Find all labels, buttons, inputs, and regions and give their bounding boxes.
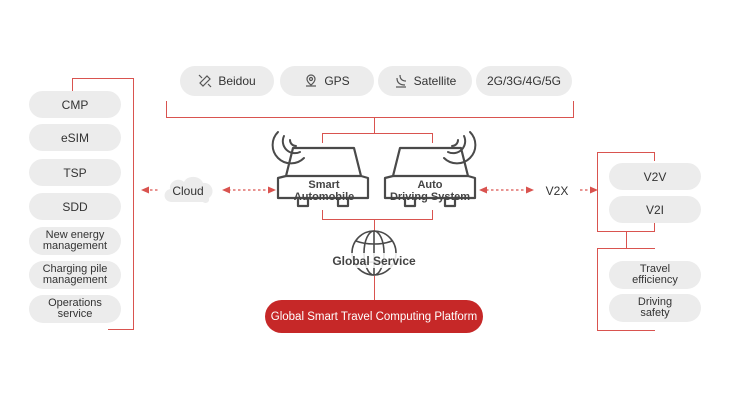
charging-pile-line2: management	[42, 274, 108, 286]
top-to-cars-line	[432, 133, 433, 143]
operations-line1: Operations	[48, 297, 102, 309]
top-to-cars-line	[322, 133, 323, 143]
benefits-bracket-line	[597, 248, 655, 249]
v2i-pill: V2I	[609, 196, 701, 223]
charging-pile-line1: Charging pile	[42, 263, 108, 275]
v2i-label: V2I	[645, 202, 664, 217]
driving-safety-line2: safety	[640, 307, 670, 319]
auto-driving-wifi-icon	[443, 131, 477, 165]
network-label: 2G/3G/4G/5G	[486, 74, 562, 88]
v2v-label: V2V	[643, 169, 667, 184]
esim-label: eSIM	[60, 130, 89, 145]
left-bracket-line	[108, 329, 134, 330]
v2x-to-benefits-line	[626, 231, 627, 249]
left-bracket-line	[72, 78, 134, 79]
left-item-charging-pile: Charging pile management	[29, 261, 121, 289]
platform-banner: Global Smart Travel Computing Platform	[265, 300, 483, 333]
v2x-label: V2X	[545, 184, 569, 198]
auto-driving-icon	[383, 146, 477, 208]
cmp-label: CMP	[61, 97, 89, 112]
driving-safety-pill: Driving safety	[609, 294, 701, 322]
operations-line2: service	[57, 308, 93, 320]
car1-label: Smart Automobile	[288, 179, 360, 203]
beidou-pill: Beidou	[180, 66, 274, 96]
left-bracket-line	[72, 78, 73, 95]
new-energy-line2: management	[42, 240, 108, 252]
global-service-label: Global Service	[332, 254, 416, 268]
satellite-pill: Satellite	[378, 66, 472, 96]
travel-efficiency-line1: Travel	[639, 263, 671, 275]
top-to-cars-line	[374, 117, 375, 134]
travel-efficiency-pill: Travel efficiency	[609, 261, 701, 289]
smart-automobile-icon	[276, 146, 370, 208]
left-item-operations: Operations service	[29, 295, 121, 323]
travel-efficiency-line2: efficiency	[632, 274, 678, 286]
top-to-cars-line	[322, 133, 433, 134]
v2x-bracket-line	[654, 152, 655, 161]
left-item-sdd: SDD	[29, 193, 121, 220]
cloud-label: Cloud	[172, 184, 204, 198]
gps-label: GPS	[324, 74, 350, 88]
platform-label: Global Smart Travel Computing Platform	[270, 310, 478, 323]
top-bus-line	[166, 117, 574, 118]
cars-to-globe-line	[322, 210, 323, 220]
satellite-label: Satellite	[413, 74, 457, 88]
cars-to-globe-line	[322, 219, 433, 220]
driving-safety-line1: Driving	[637, 296, 673, 308]
car1-line1: Smart	[308, 179, 340, 191]
car1-line2: Automobile	[293, 191, 355, 203]
benefits-bracket-line	[597, 330, 655, 331]
satellite-signal-icon	[394, 74, 408, 88]
cars-to-globe-line	[432, 210, 433, 220]
network-pill: 2G/3G/4G/5G	[476, 66, 572, 96]
left-item-cmp: CMP	[29, 91, 121, 118]
car2-line1: Auto	[417, 179, 443, 191]
left-item-tsp: TSP	[29, 159, 121, 186]
car2-label: Auto Driving System	[387, 179, 473, 203]
tsp-label: TSP	[63, 165, 87, 180]
v2x-bracket-line	[597, 152, 655, 153]
car2-line2: Driving System	[389, 191, 471, 203]
top-bus-line	[573, 101, 574, 118]
left-item-new-energy: New energy management	[29, 227, 121, 255]
map-pin-icon	[304, 74, 318, 88]
cars-to-globe-line	[374, 219, 375, 231]
new-energy-line1: New energy	[45, 229, 105, 241]
beidou-label: Beidou	[218, 74, 256, 88]
satellite-dish-icon	[198, 74, 212, 88]
left-item-esim: eSIM	[29, 124, 121, 151]
top-bus-line	[166, 101, 167, 118]
v2v-pill: V2V	[609, 163, 701, 190]
benefits-bracket-line	[597, 248, 598, 331]
gps-pill: GPS	[280, 66, 374, 96]
v2x-bracket-line	[597, 152, 598, 232]
sdd-label: SDD	[62, 199, 88, 214]
smart-automobile-wifi-icon	[271, 131, 305, 165]
v2x-bracket-line	[654, 223, 655, 232]
left-bracket-line	[133, 78, 134, 330]
globe-to-platform-line	[374, 276, 375, 300]
